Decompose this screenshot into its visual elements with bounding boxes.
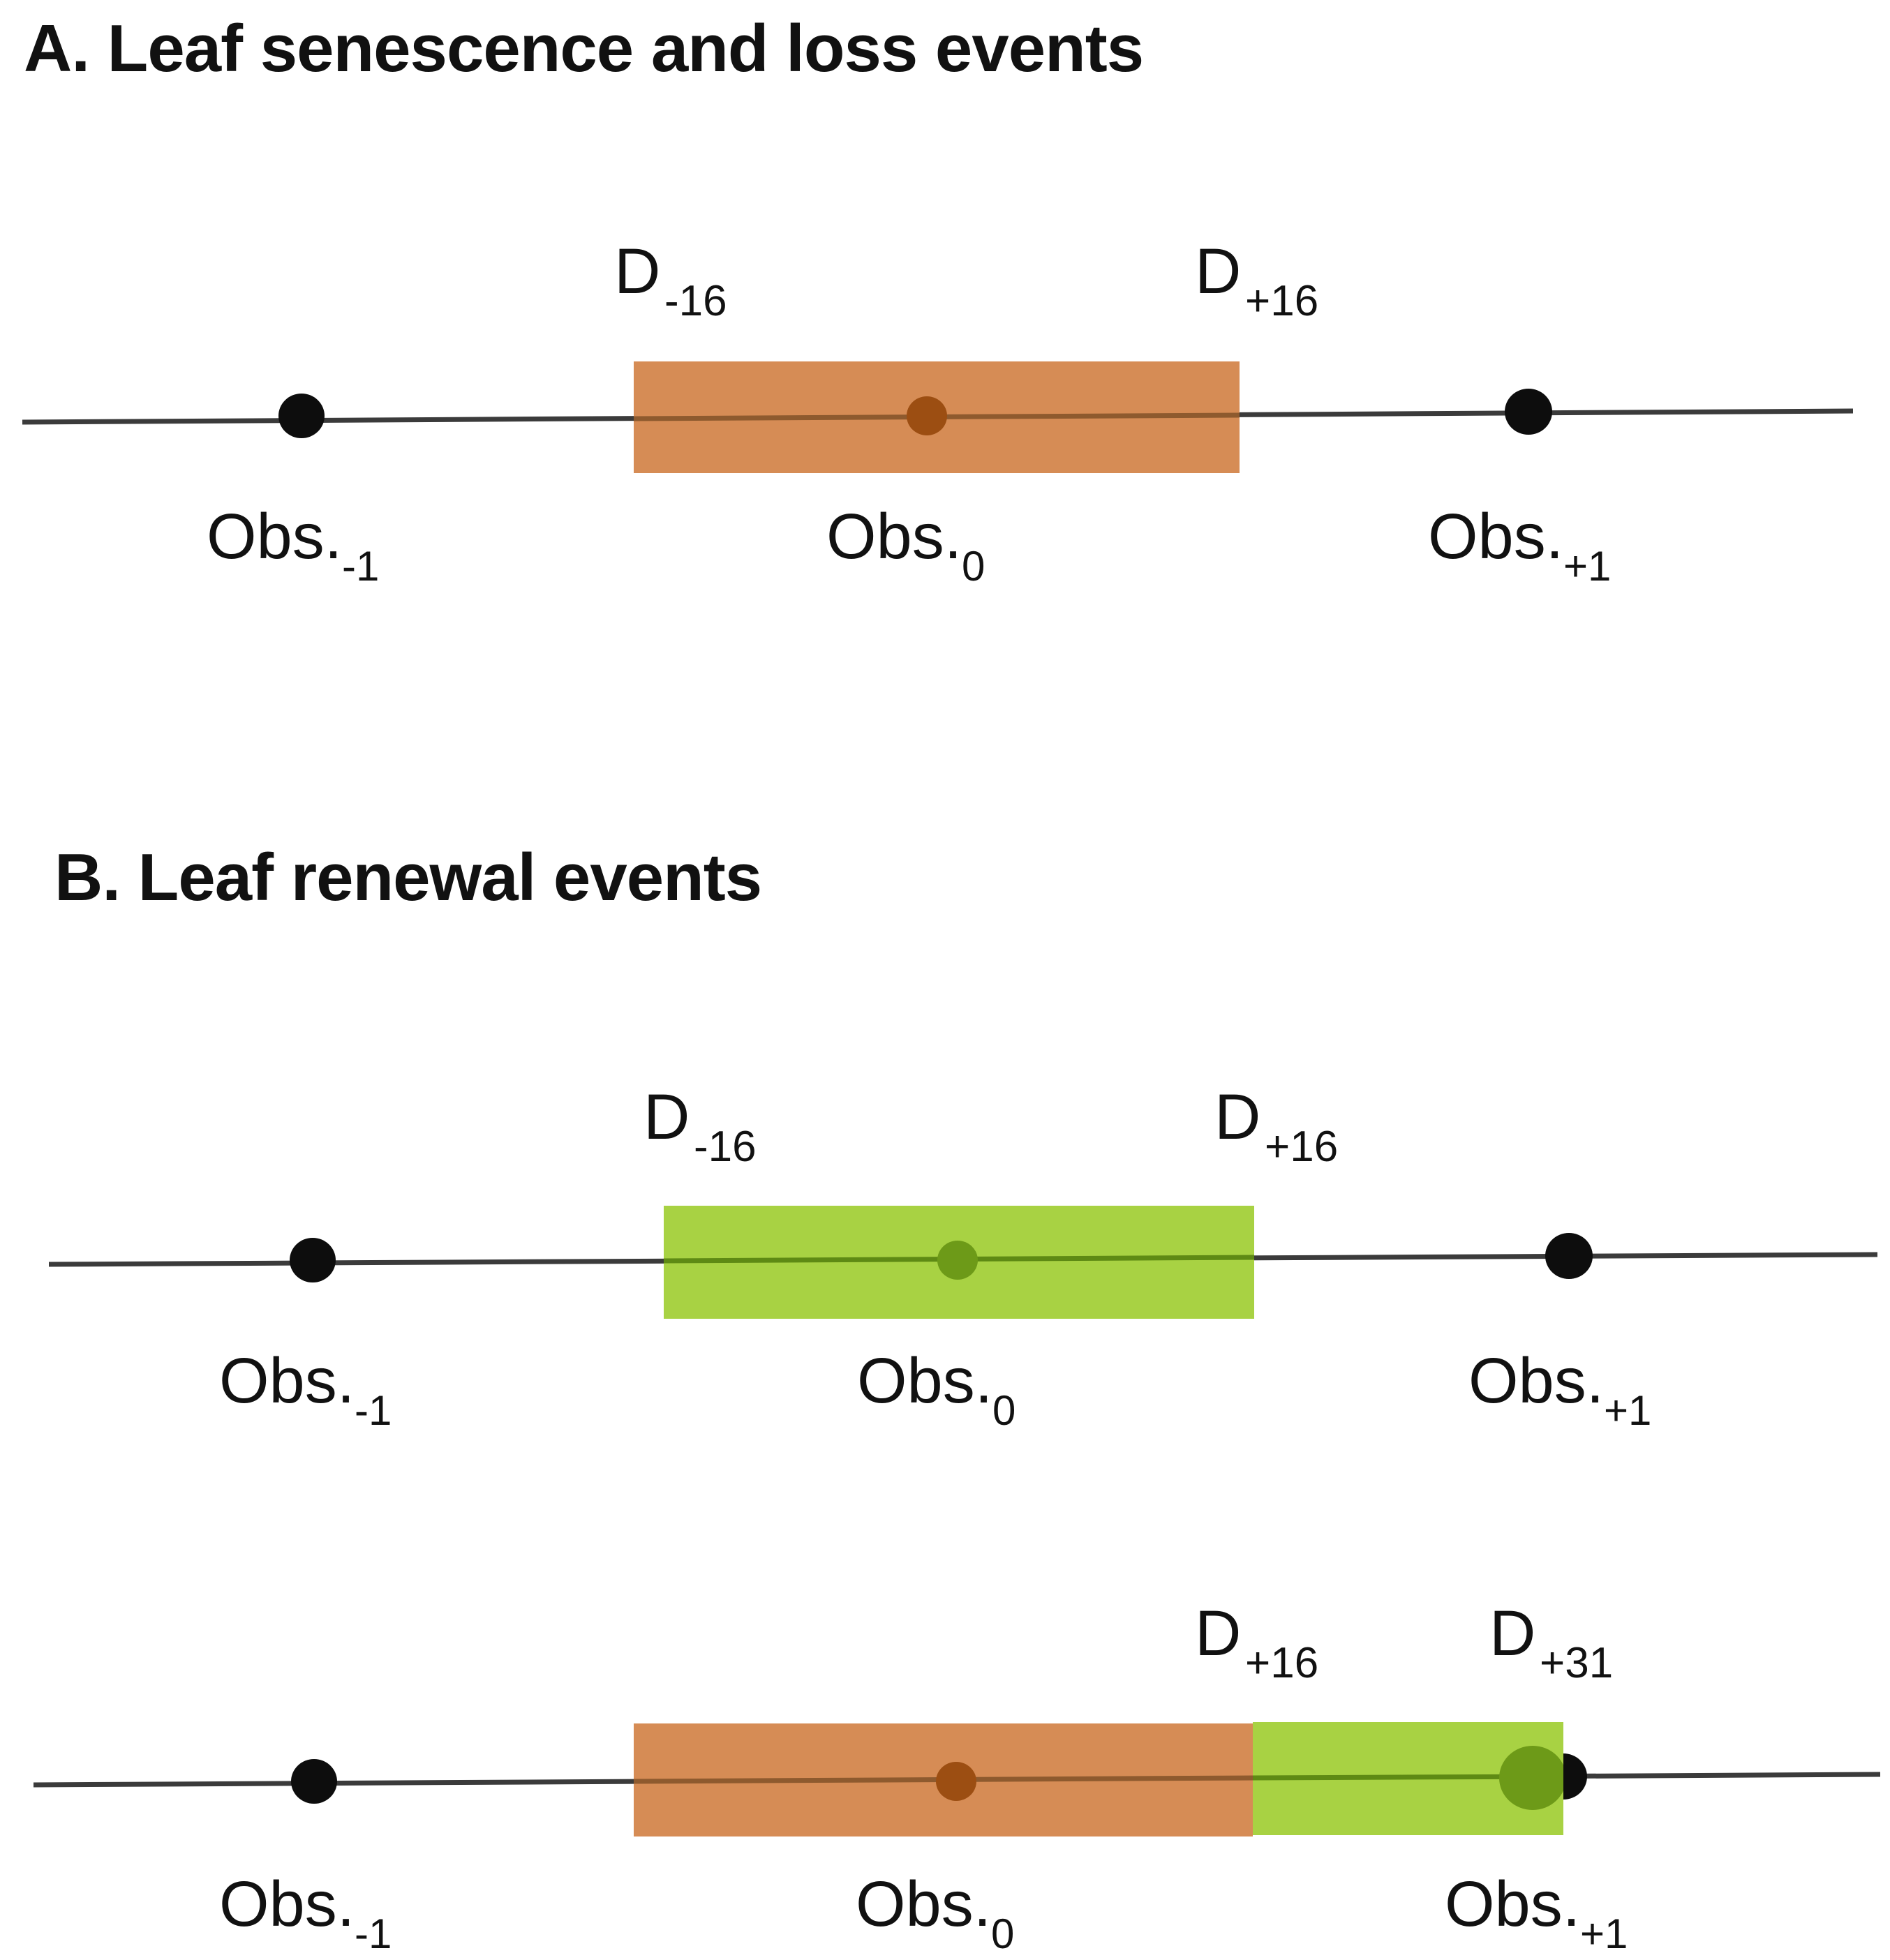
timeline-b1: D -16 D +16 Obs. -1 Obs. 0 [48,1082,1878,1434]
d-label-a-start: D -16 [614,236,727,325]
d-label-b1-start-sub: -16 [694,1123,757,1171]
d-label-a-end-sub: +16 [1245,277,1318,325]
d-label-a-end-main: D [1195,236,1241,307]
obs-label-b2-zero-main: Obs. [856,1869,991,1940]
d-label-b2-end-green-main: D [1489,1598,1535,1669]
obs-dot-b2-plus1-black-sliver [1563,1753,1587,1800]
obs-label-a-minus1-sub: -1 [342,543,379,590]
obs-dot-b1-zero [937,1241,978,1280]
timeline-b2: D +16 D +31 Obs. -1 Obs. 0 O [33,1598,1881,1957]
obs-label-a-zero-sub: 0 [962,543,985,590]
obs-dot-a-minus1 [278,394,325,438]
obs-label-a-plus1-sub: +1 [1563,543,1611,590]
obs-label-a-minus1-main: Obs. [207,501,342,572]
d-label-b1-start: D -16 [643,1082,757,1171]
obs-label-b2-minus1-main: Obs. [219,1869,355,1940]
d-label-a-start-main: D [614,236,660,307]
panel-a-title: A. Leaf senescence and loss events [24,11,1143,86]
obs-label-b2-minus1-sub: -1 [355,1910,392,1957]
d-label-a-start-sub: -16 [664,277,727,325]
obs-dot-b1-minus1 [290,1238,336,1282]
obs-label-b1-minus1-sub: -1 [355,1387,392,1434]
obs-label-b1-minus1: Obs. -1 [219,1345,392,1434]
obs-label-b1-zero-main: Obs. [857,1345,992,1416]
d-label-a-end: D +16 [1195,236,1318,325]
obs-dot-a-plus1 [1505,389,1552,435]
obs-label-b2-plus1-main: Obs. [1445,1869,1580,1940]
obs-label-b2-plus1-sub: +1 [1580,1910,1628,1957]
obs-label-b1-zero-sub: 0 [992,1387,1015,1434]
d-label-b2-end-orange: D +16 [1195,1598,1318,1687]
d-label-b1-end: D +16 [1214,1082,1338,1171]
d-label-b1-start-main: D [643,1082,690,1153]
obs-label-a-zero-main: Obs. [826,501,962,572]
d-label-b2-end-green-sub: +31 [1540,1639,1613,1687]
d-label-b1-end-sub: +16 [1265,1123,1338,1171]
obs-label-a-minus1: Obs. -1 [207,501,379,590]
d-label-b2-end-orange-sub: +16 [1245,1639,1318,1687]
obs-dot-b2-plus1-olive [1499,1746,1566,1810]
d-label-b2-end-green: D +31 [1489,1598,1613,1687]
obs-label-b2-zero: Obs. 0 [856,1869,1014,1957]
obs-dot-b1-plus1 [1545,1233,1593,1279]
obs-label-a-plus1-main: Obs. [1428,501,1563,572]
obs-label-b1-zero: Obs. 0 [857,1345,1015,1434]
d-label-b2-end-orange-main: D [1195,1598,1241,1669]
obs-label-a-zero: Obs. 0 [826,501,985,590]
panel-a: A. Leaf senescence and loss events D -16… [22,11,1854,590]
obs-label-b1-minus1-main: Obs. [219,1345,355,1416]
d-label-b1-end-main: D [1214,1082,1260,1153]
obs-label-b2-zero-sub: 0 [991,1910,1014,1957]
obs-label-b2-minus1: Obs. -1 [219,1869,392,1957]
obs-label-a-plus1: Obs. +1 [1428,501,1611,590]
obs-label-b1-plus1-sub: +1 [1604,1387,1651,1434]
obs-dot-a-zero [907,396,947,435]
obs-dot-b2-zero [936,1762,976,1801]
obs-label-b2-plus1: Obs. +1 [1445,1869,1628,1957]
obs-dot-b2-minus1 [291,1759,337,1804]
obs-label-b1-plus1: Obs. +1 [1468,1345,1651,1434]
panel-b-title: B. Leaf renewal events [54,840,761,915]
panel-b: B. Leaf renewal events D -16 D +16 [33,840,1881,1957]
obs-label-b1-plus1-main: Obs. [1468,1345,1604,1416]
